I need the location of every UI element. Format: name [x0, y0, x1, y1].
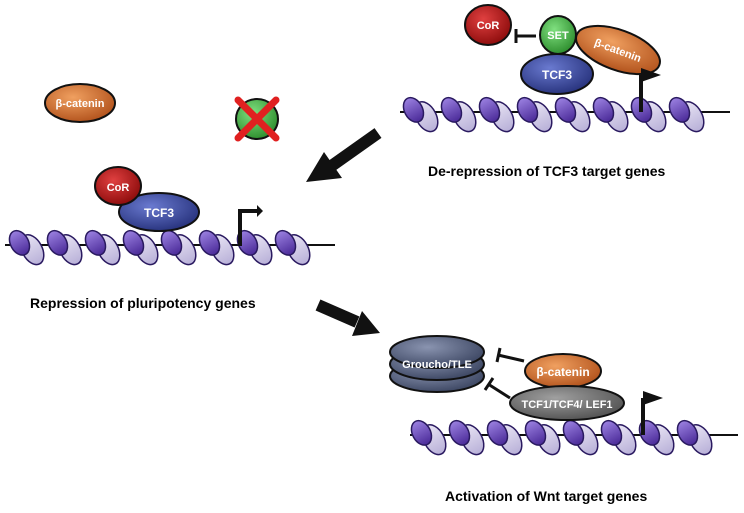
nucleosome: [524, 419, 561, 456]
nucleosome: [676, 419, 713, 456]
nucleosome: [448, 419, 485, 456]
transition-arrow-2: [315, 299, 380, 336]
tcf-lef-label: TCF1/TCF4/ LEF1: [521, 399, 612, 411]
nucleosome: [486, 419, 523, 456]
nucleosome: [410, 419, 447, 456]
nucleosome: [274, 229, 311, 266]
groucho-label: Groucho/TLE: [402, 359, 472, 371]
chromatin-top-right: [400, 96, 730, 133]
beta-catenin-bottom: β-catenin: [524, 353, 602, 389]
inhibition-arrow-set-cor: [514, 29, 536, 43]
cor-label-middle: CoR: [107, 182, 130, 194]
transition-arrow-1: [306, 128, 382, 182]
beta-catenin-label-bottom: β-catenin: [536, 365, 589, 379]
tcf3-label-middle: TCF3: [144, 206, 174, 220]
beta-catenin-free: β-catenin: [44, 83, 116, 123]
tcf3-protein-top: TCF3: [520, 53, 594, 95]
nucleosome: [84, 229, 121, 266]
cor-label-top: CoR: [477, 20, 500, 32]
caption-repression: Repression of pluripotency genes: [30, 295, 256, 311]
nucleosome: [668, 96, 705, 133]
nucleosome: [440, 96, 477, 133]
tcf3-label-top: TCF3: [542, 68, 572, 82]
tcf-lef-protein: TCF1/TCF4/ LEF1: [509, 385, 625, 421]
tcf3-protein-middle: TCF3: [118, 192, 200, 232]
beta-catenin-label-free: β-catenin: [56, 98, 105, 110]
tss-flag-bottom: [641, 391, 663, 435]
cor-protein-middle: CoR: [94, 166, 142, 206]
nucleosome: [160, 229, 197, 266]
groucho-tle-complex: Groucho/TLE: [389, 335, 485, 393]
nucleosome: [592, 96, 629, 133]
nucleosome: [516, 96, 553, 133]
nucleosome: [478, 96, 515, 133]
nucleosome: [122, 229, 159, 266]
nucleosome: [46, 229, 83, 266]
caption-derepression: De-repression of TCF3 target genes: [428, 163, 666, 179]
nucleosome: [562, 419, 599, 456]
inhibition-tcf-groucho: [483, 377, 511, 400]
tss-flag-top: [639, 68, 661, 112]
chromatin-bottom-right: [410, 419, 738, 456]
tss-arrow-middle: [238, 205, 263, 246]
nucleosome: [198, 229, 235, 266]
caption-activation: Activation of Wnt target genes: [445, 488, 648, 504]
beta-catenin-top: β-catenin: [575, 24, 661, 76]
nucleosome: [402, 96, 439, 133]
cor-protein-top: CoR: [464, 4, 512, 46]
nucleosome: [630, 96, 667, 133]
set-label: SET: [547, 30, 569, 42]
nucleosome: [600, 419, 637, 456]
set-protein: SET: [539, 15, 577, 55]
nucleosome: [554, 96, 591, 133]
set-blocked-icon: [234, 96, 280, 142]
nucleosome: [8, 229, 45, 266]
inhibition-bcat-groucho: [495, 347, 525, 363]
